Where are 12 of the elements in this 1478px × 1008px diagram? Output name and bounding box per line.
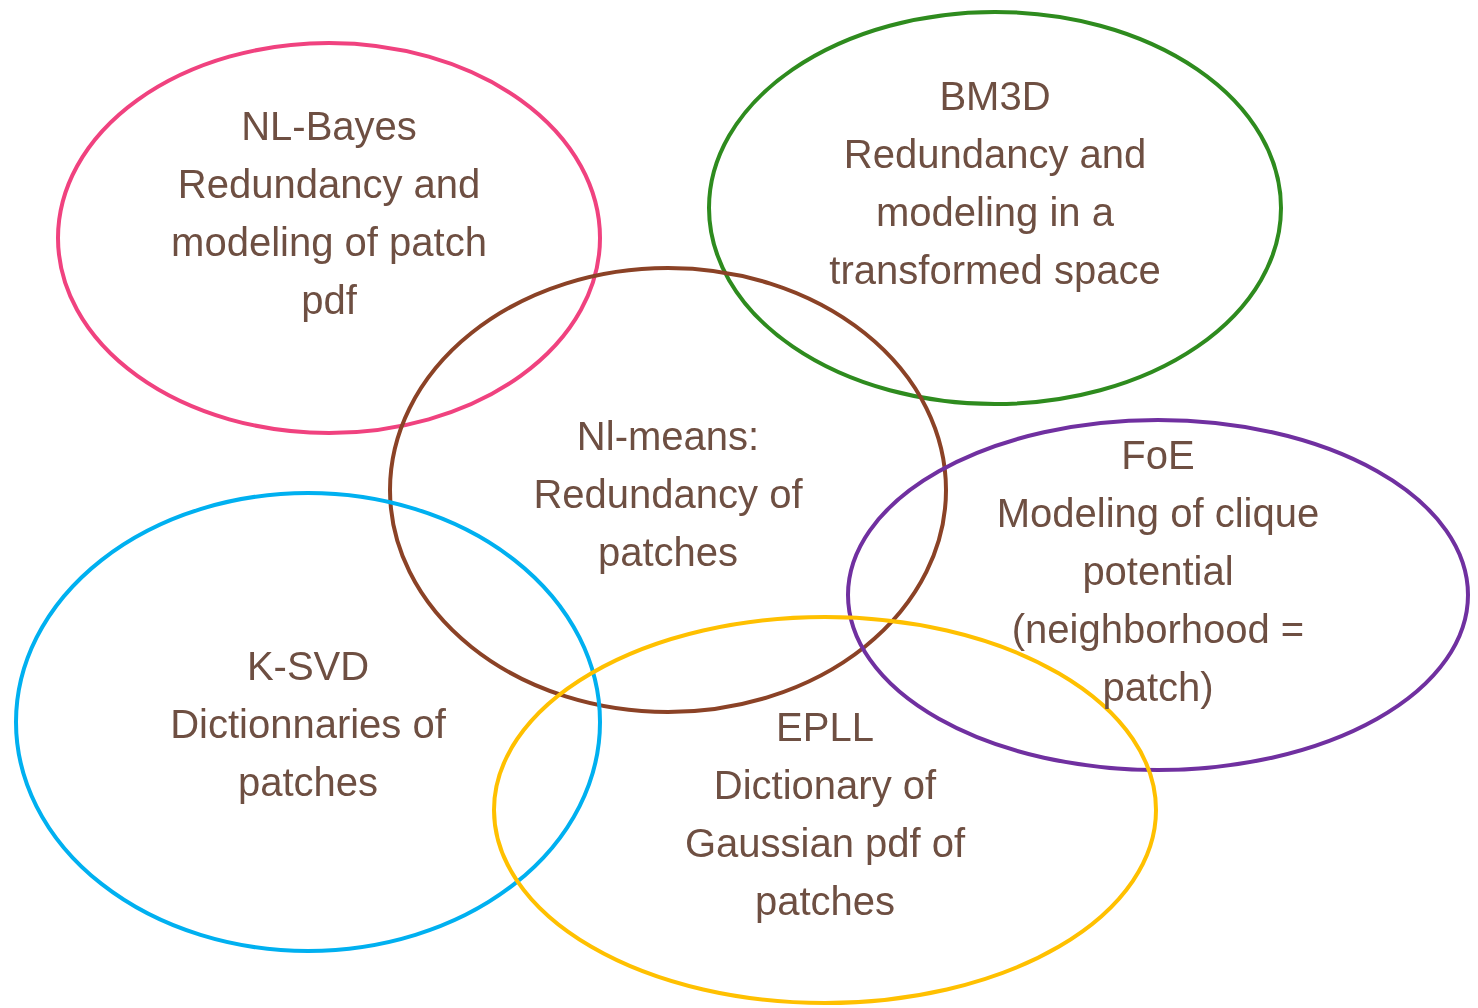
method-description: Nl-means: Redundancy of patches <box>532 413 804 576</box>
method-description: Dictionary of Gaussian pdf of patches <box>683 762 967 925</box>
method-description: Redundancy and modeling in a transformed space <box>828 131 1162 294</box>
method-name: BM3D <box>938 73 1052 120</box>
method-name: K-SVD <box>245 643 371 690</box>
method-name: NL-Bayes <box>240 103 418 150</box>
method-name: FoE <box>1120 432 1196 479</box>
method-ellipse <box>707 10 1283 406</box>
method-name: EPLL <box>775 704 875 751</box>
method-description: Modeling of clique potential (neighborhood = patch) <box>995 490 1321 711</box>
method-description: Dictionnaries of patches <box>169 701 447 806</box>
method-description: Redundancy and modeling of patch pdf <box>170 161 488 324</box>
